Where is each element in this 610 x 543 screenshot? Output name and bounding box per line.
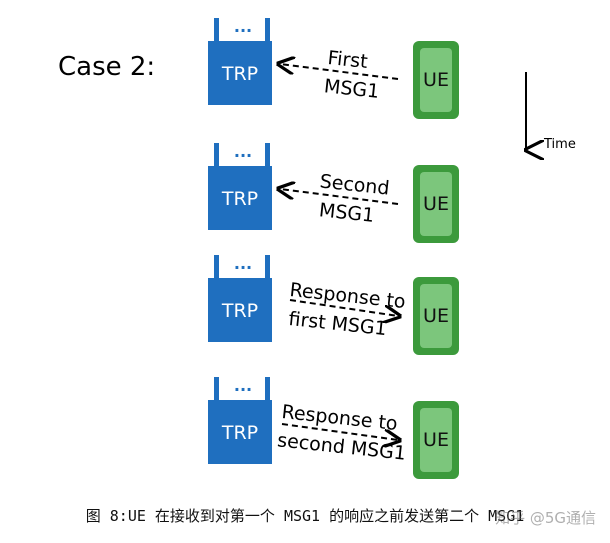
ue-label: UE — [423, 305, 449, 327]
ue-node: UE — [413, 277, 459, 355]
trp-box — [208, 166, 272, 230]
case-label: Case 2: — [58, 52, 155, 82]
trp-dots: ... — [234, 17, 252, 36]
diagram: Case 2: Time ... TRP UE First MSG1 ... T — [58, 17, 576, 479]
trp-node: ... TRP — [208, 376, 272, 464]
msg-line1: First — [327, 47, 369, 73]
figure-caption: 图 8:UE 在接收到对第一个 MSG1 的响应之前发送第二个 MSG1 — [85, 507, 525, 525]
ue-label: UE — [423, 193, 449, 215]
time-label: Time — [543, 137, 576, 152]
trp-box — [208, 400, 272, 464]
msg-line1: Second — [319, 170, 391, 199]
row-3: ... TRP UE Response to first MSG1 — [208, 254, 459, 355]
msg-line2: MSG1 — [318, 199, 375, 227]
trp-label: TRP — [221, 422, 258, 444]
trp-label: TRP — [221, 300, 258, 322]
trp-node: ... TRP — [208, 254, 272, 342]
msg-arrow — [289, 299, 398, 316]
ue-label: UE — [423, 69, 449, 91]
ue-node: UE — [413, 41, 459, 119]
trp-box — [208, 41, 272, 105]
trp-dots: ... — [234, 254, 252, 273]
msg-line2: MSG1 — [323, 75, 380, 103]
trp-dots: ... — [234, 376, 252, 395]
ue-node: UE — [413, 165, 459, 243]
watermark: 知乎 @5G通信 — [495, 509, 596, 527]
trp-label: TRP — [221, 188, 258, 210]
trp-node: ... TRP — [208, 17, 272, 105]
msg-line2: second MSG1 — [276, 429, 407, 464]
trp-node: ... TRP — [208, 142, 272, 230]
msg-line1: Response to — [289, 279, 407, 313]
msg-line1: Response to — [281, 401, 399, 435]
ue-node: UE — [413, 401, 459, 479]
trp-box — [208, 278, 272, 342]
row-4: ... TRP UE Response to second MSG1 — [208, 376, 459, 479]
time-axis: Time — [526, 72, 576, 152]
ue-label: UE — [423, 429, 449, 451]
trp-dots: ... — [234, 142, 252, 161]
row-1: ... TRP UE First MSG1 — [208, 17, 459, 119]
trp-label: TRP — [221, 63, 258, 85]
row-2: ... TRP UE Second MSG1 — [208, 142, 459, 243]
